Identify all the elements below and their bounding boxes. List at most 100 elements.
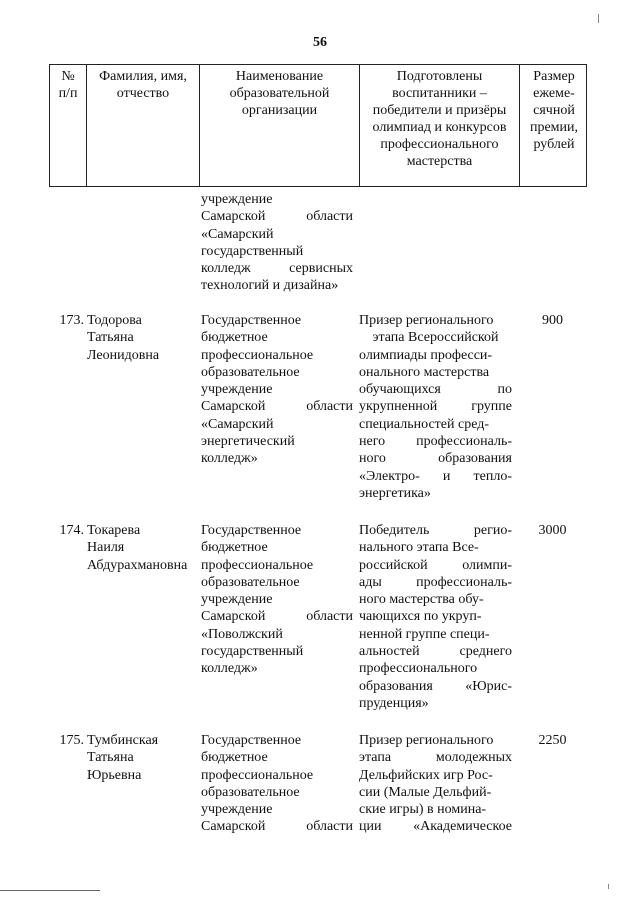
- word: сервисных: [289, 261, 353, 277]
- awards-table: № п/п Фамилия, имя, отчество Наименовани…: [49, 64, 587, 842]
- scan-edge-rule: [0, 890, 100, 891]
- award-line: сии (Малые Дельфий-: [359, 784, 492, 800]
- award-line: олимпиады професси-: [359, 347, 493, 363]
- award-line: ненной группе специ-: [359, 626, 490, 642]
- header-org-line: Наименование: [235, 69, 324, 84]
- prize-cell: 3000: [538, 523, 567, 538]
- word: «Академическое: [413, 819, 512, 835]
- org-line: учреждение: [201, 802, 273, 818]
- name-line: Токарева: [87, 523, 141, 538]
- org-line: Государственное: [201, 313, 302, 328]
- name-cell: Тодорова Татьяна Леонидовна: [86, 312, 196, 364]
- name-cell: Тумбинская Татьяна Юрьевна: [86, 732, 196, 784]
- word: российской: [359, 557, 428, 573]
- word: альностей: [359, 644, 420, 660]
- award-line: ские игры) в номина-: [359, 802, 487, 818]
- award-line: Дельфийских игр Рос-: [359, 767, 493, 783]
- scan-mark: [608, 884, 609, 889]
- name-line: Тумбинская: [87, 733, 159, 748]
- row-number: 175.: [59, 733, 85, 748]
- row-number: 174.: [59, 523, 85, 538]
- word: «Юрис-: [465, 678, 512, 694]
- org-line: колледж»: [201, 661, 258, 677]
- award-line: этапа молодежных: [359, 749, 512, 766]
- page-number: 56: [313, 35, 327, 50]
- org-line: учреждение: [201, 382, 273, 398]
- award-cell: Призер регионального этапа молодежных Дел…: [359, 732, 512, 836]
- org-line: бюджетное: [201, 330, 268, 346]
- org-line: профессиональное: [201, 347, 314, 363]
- award-line: Призер регионального: [359, 313, 494, 328]
- org-cell: Государственное бюджетное профессиональн…: [201, 522, 353, 678]
- org-line: учреждение: [201, 592, 273, 608]
- word: профессиональ-: [416, 434, 512, 450]
- org-cell: Государственное бюджетное профессиональн…: [201, 732, 353, 836]
- org-line: государственный: [201, 243, 304, 259]
- header-award-line: мастерства: [406, 154, 473, 169]
- row-number: 173.: [59, 313, 85, 328]
- org-line: технологий и дизайна»: [201, 278, 339, 294]
- org-line: образовательное: [201, 784, 300, 800]
- award-line: пруденция»: [359, 695, 429, 711]
- org-line: колледж»: [201, 451, 258, 467]
- word: ции: [359, 819, 382, 835]
- table-row: 175. Тумбинская Татьяна Юрьевна Государс…: [49, 732, 587, 842]
- org-line: колледж сервисных: [201, 260, 353, 277]
- word: образования: [359, 678, 433, 694]
- word: области: [306, 609, 353, 625]
- header-award-line: профессионального: [380, 137, 499, 152]
- prize-cell: 900: [542, 313, 563, 328]
- award-line: Призер регионального: [359, 733, 494, 748]
- org-line: Государственное: [201, 523, 302, 538]
- header-prize-line: рублей: [533, 137, 575, 152]
- award-line: ции «Академическое: [359, 818, 512, 835]
- award-line: альностей среднего: [359, 643, 512, 660]
- header-prize-line: сячной: [533, 103, 575, 118]
- word: среднего: [459, 644, 512, 660]
- header-num-line: №: [61, 69, 75, 84]
- award-line: нального этапа Все-: [359, 540, 479, 556]
- table-header: № п/п Фамилия, имя, отчество Наименовани…: [49, 64, 587, 187]
- org-line: Государственное: [201, 733, 302, 748]
- word: ного: [359, 451, 386, 467]
- word: укрупненной: [359, 399, 438, 415]
- word: Самарской: [201, 819, 266, 835]
- word: регио-: [473, 523, 512, 538]
- award-line: ного мастерства обу-: [359, 592, 484, 608]
- award-line: образования «Юрис-: [359, 678, 512, 695]
- word: этапа: [359, 750, 392, 766]
- word: группе: [471, 399, 512, 415]
- award-line: чающихся по укруп-: [359, 609, 482, 625]
- header-award-line: Подготовлены: [396, 69, 483, 84]
- word: молодежных: [435, 750, 512, 766]
- name-cell: Токарева Наиля Абдурахмановна: [86, 522, 196, 574]
- award-line: этапа Всероссийской: [372, 330, 499, 346]
- award-cell: Победитель регио- нального этапа Все- рос…: [359, 522, 512, 712]
- name-line: Юрьевна: [87, 767, 142, 783]
- word: профессиональ-: [416, 574, 512, 590]
- word: обучающихся: [359, 382, 441, 398]
- prize-cell: 2250: [538, 733, 567, 748]
- word: Самарской: [201, 209, 266, 225]
- header-prize-line: ежеме-: [533, 86, 575, 101]
- word: тепло-: [473, 468, 512, 484]
- org-line: бюджетное: [201, 750, 268, 766]
- name-line: Татьяна: [87, 750, 134, 766]
- award-line: Победитель регио-: [359, 522, 512, 539]
- word: области: [306, 399, 353, 415]
- word: колледж: [201, 261, 251, 277]
- word: Победитель: [359, 523, 430, 538]
- header-prize-line: Размер: [533, 69, 575, 84]
- header-org-line: организации: [241, 103, 318, 118]
